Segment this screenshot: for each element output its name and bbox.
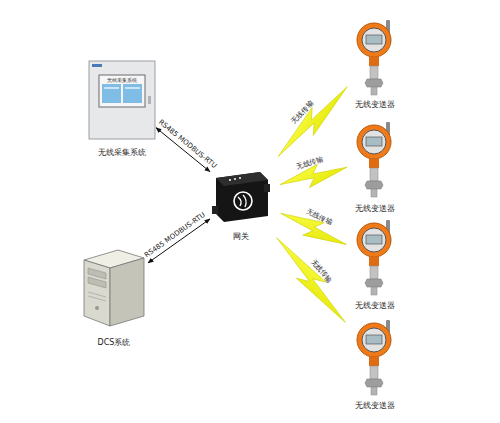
node-caption: 无线变送器 — [335, 100, 415, 110]
lightning-bolt — [276, 205, 350, 253]
arrow-line — [148, 219, 210, 263]
node-caption: 无线变送器 — [335, 204, 415, 214]
protocol-label: RS485 MODBUS-RTU — [157, 118, 219, 171]
node-caption: 无线变送器 — [335, 301, 415, 311]
node-caption: 无线采集系统 — [72, 148, 172, 158]
transmitter-symbol — [355, 118, 395, 198]
acquisition-cabinet: 无线采集系统 — [88, 60, 156, 140]
node-caption: DCS系统 — [70, 338, 158, 348]
screen-title: 无线采集系统 — [99, 77, 145, 83]
lightning-bolt — [268, 232, 354, 328]
wireless-transmitter: 无线变送器 — [355, 118, 395, 198]
node-caption: 网关 — [200, 232, 282, 242]
serial-link — [148, 219, 210, 263]
wireless-link — [276, 205, 350, 253]
gateway-box: 网关 — [210, 166, 272, 228]
wireless-link — [268, 232, 354, 328]
wireless-transmitter: 无线变送器 — [355, 316, 395, 396]
wireless-transmitter: 无线变送器 — [355, 216, 395, 296]
computer-symbol — [80, 246, 148, 328]
transmitter-symbol — [355, 16, 395, 96]
wireless-label: 无线传输 — [309, 258, 334, 285]
wireless-label: 无线传输 — [304, 207, 333, 227]
wireless-link — [272, 79, 354, 164]
cabinet-symbol — [88, 60, 156, 140]
transmitter-symbol — [355, 316, 395, 396]
node-caption: 无线变送器 — [335, 401, 415, 411]
dcs-computer: DCS系统 — [80, 246, 148, 328]
lightning-bolt — [272, 79, 354, 164]
gateway-symbol — [210, 166, 272, 228]
protocol-label: RS485 MODBUS-RTU — [143, 211, 207, 260]
wireless-transmitter: 无线变送器 — [355, 16, 395, 96]
transmitter-symbol — [355, 216, 395, 296]
wireless-label: 无线传输 — [290, 99, 316, 125]
wireless-label: 无线传输 — [295, 155, 324, 171]
